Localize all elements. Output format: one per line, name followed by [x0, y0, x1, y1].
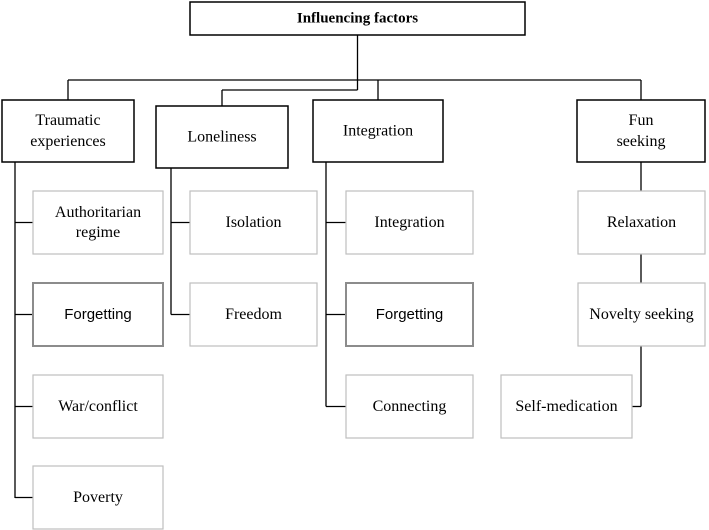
category-loneliness-frame: [155, 105, 289, 169]
leaf-fun-seeking-3-frame: [500, 374, 633, 439]
leaf-traumatic-1-label: Authoritarian: [55, 204, 141, 221]
leaf-loneliness-1-label: Isolation: [226, 214, 282, 231]
category-integration-label: Integration: [343, 123, 413, 140]
leaf-traumatic-1: Authoritarian regime: [32, 190, 164, 255]
leaf-fun-seeking-2: Novelty seeking: [577, 282, 706, 347]
category-integration-frame: [312, 99, 444, 163]
leaf-integration-3: Connecting: [345, 374, 474, 439]
category-fun-seeking-frame: [576, 99, 706, 163]
category-fun-seeking: Fun seeking: [576, 99, 706, 163]
category-traumatic-frame: [1, 99, 135, 163]
category-traumatic: Traumatic experiences: [1, 99, 135, 163]
leaf-traumatic-2: Forgetting: [32, 282, 164, 347]
root-box-label: Influencing factors: [297, 11, 418, 27]
leaf-integration-2-label: Forgetting: [376, 306, 444, 323]
leaf-traumatic-3: War/conflict: [32, 374, 164, 439]
leaf-integration-1: Integration: [345, 190, 474, 255]
category-traumatic-label: experiences: [30, 133, 106, 150]
leaf-fun-seeking-3-label: Self-medication: [515, 398, 617, 415]
leaf-loneliness-2-frame: [189, 282, 318, 347]
leaf-traumatic-2-label: Forgetting: [64, 306, 132, 323]
leaf-integration-3-label: Connecting: [373, 398, 447, 415]
leaf-integration-2: Forgetting: [345, 282, 474, 347]
leaf-traumatic-1-label: regime: [76, 224, 120, 241]
leaf-integration-3-frame: [345, 374, 474, 439]
leaf-integration-1-label: Integration: [374, 214, 444, 231]
leaf-integration-2-frame: [345, 282, 474, 347]
leaf-traumatic-3-label: War/conflict: [58, 398, 138, 415]
category-integration: Integration: [312, 99, 444, 163]
category-loneliness: Loneliness: [155, 105, 289, 169]
leaf-traumatic-4-label: Poverty: [73, 489, 123, 506]
leaf-fun-seeking-3: Self-medication: [500, 374, 633, 439]
root-box: Influencing factors: [189, 1, 526, 36]
leaf-traumatic-2-frame: [32, 282, 164, 347]
leaf-loneliness-1: Isolation: [189, 190, 318, 255]
category-loneliness-label: Loneliness: [187, 129, 256, 146]
connector-lines: [14, 35, 642, 499]
category-traumatic-label: Traumatic: [35, 112, 100, 129]
category-fun-seeking-label: seeking: [617, 133, 666, 150]
leaf-traumatic-4-frame: [32, 465, 164, 530]
leaf-fun-seeking-1: Relaxation: [577, 190, 706, 255]
category-fun-seeking-label: Fun: [629, 112, 654, 129]
leaf-integration-1-frame: [345, 190, 474, 255]
root-box-frame: [189, 1, 526, 36]
leaf-traumatic-4: Poverty: [32, 465, 164, 530]
leaf-traumatic-3-frame: [32, 374, 164, 439]
leaf-fun-seeking-1-frame: [577, 190, 706, 255]
leaf-fun-seeking-2-frame: [577, 282, 706, 347]
leaf-fun-seeking-1-label: Relaxation: [607, 214, 676, 231]
leaf-loneliness-1-frame: [189, 190, 318, 255]
leaf-loneliness-2-label: Freedom: [225, 306, 282, 323]
leaf-fun-seeking-2-label: Novelty seeking: [589, 306, 693, 323]
leaf-traumatic-1-frame: [32, 190, 164, 255]
leaf-loneliness-2: Freedom: [189, 282, 318, 347]
